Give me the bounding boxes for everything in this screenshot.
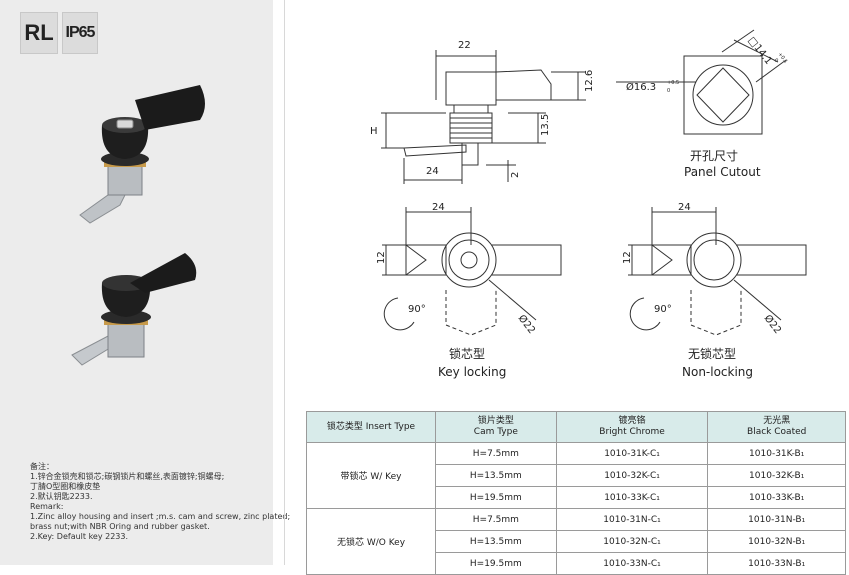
note-line: 2.Key: Default key 2233. [30, 532, 129, 541]
cam-cell: H=7.5mm [435, 508, 557, 531]
product-panel: RL IP65 备注： 1.锌合金锁壳和锁芯;碳钢锁片和螺丝,表面镀锌;铜螺母;… [0, 0, 291, 565]
group-with-key: 带锁芯 W/ Key [306, 442, 436, 509]
key-caption-cn: 锁芯型 [449, 346, 485, 361]
table-row: 带锁芯 W/ Key H=7.5mm 1010-31K-C₁ 1010-31K-… [306, 442, 846, 509]
cutout-sq-tol2: 0 [772, 58, 779, 64]
key-dia: Ø22 [516, 312, 538, 336]
header-insert-type: 锁芯类型 Insert Type [306, 411, 436, 443]
dim-width: 22 [458, 40, 471, 51]
chrome-cell: 1010-32N-C₁ [555, 530, 709, 553]
table-row: H=13.5mm 1010-32N-C₁ 1010-32N-B₁ [307, 530, 846, 553]
dim-h: H [370, 126, 378, 137]
dim-24-side: 24 [426, 166, 439, 177]
black-cell: 1010-33K-B₁ [707, 486, 846, 509]
key-caption-en: Key locking [438, 365, 506, 379]
cutout-diameter: Ø16.3 [626, 81, 656, 93]
note-line: 备注： [30, 462, 54, 471]
note-line: 1.Zinc alloy housing and insert ;m.s. ca… [30, 512, 291, 521]
note-line: Remark: [30, 502, 64, 511]
cam-cell: H=19.5mm [435, 552, 557, 575]
cam-cell: H=19.5mm [435, 486, 557, 509]
cam-cell: H=7.5mm [435, 442, 557, 465]
cutout-tol: +0.5 [667, 80, 679, 86]
table-row: 无锁芯 W/O Key H=7.5mm 1010-31N-C₁ 1010-31N… [306, 508, 846, 575]
cutout-caption-cn: 开孔尺寸 [690, 149, 738, 163]
note-line: 1.锌合金锁壳和锁芯;碳钢锁片和螺丝,表面镀锌;铜螺母; [30, 472, 225, 481]
chrome-cell: 1010-32K-C₁ [555, 464, 709, 487]
note-line: 2.默认钥匙2233. [30, 492, 93, 501]
nonkey-dia: Ø22 [762, 312, 784, 336]
note-line: 丁腈O型圈和橡皮垫 [30, 482, 101, 491]
cutout-tol2: 0 [667, 88, 670, 94]
remark-notes: 备注： 1.锌合金锁壳和锁芯;碳钢锁片和螺丝,表面镀锌;铜螺母; 丁腈O型圈和橡… [30, 462, 291, 542]
technical-drawing: 22 12.6 13.5 H 24 2 Ø16.3 +0.5 0 □14.1 +… [370, 29, 807, 379]
non-lock-photo [71, 253, 197, 366]
dim-2: 2 [510, 172, 521, 178]
table-row: H=19.5mm 1010-33K-C₁ 1010-33K-B₁ [307, 486, 846, 509]
panel-divider [284, 0, 285, 565]
key-dim-24: 24 [432, 202, 445, 213]
black-cell: 1010-31K-B₁ [707, 442, 846, 465]
group-without-key: 无锁芯 W/O Key [306, 508, 436, 575]
key-dim-12: 12 [376, 251, 387, 264]
nonkey-caption-en: Non-locking [682, 365, 753, 379]
chrome-cell: 1010-31N-C₁ [555, 508, 709, 531]
cutout-caption-en: Panel Cutout [684, 165, 761, 179]
nonkey-angle: 90° [654, 304, 672, 315]
note-line: brass nut;with NBR Oring and rubber gask… [30, 522, 210, 531]
key-angle: 90° [408, 304, 426, 315]
chrome-cell: 1010-33K-C₁ [555, 486, 709, 509]
black-cell: 1010-32N-B₁ [707, 530, 846, 553]
ip-rating-badge: IP65 [62, 12, 98, 54]
cutout-square: □14.1 [746, 35, 774, 67]
chrome-cell: 1010-33N-C₁ [555, 552, 709, 575]
black-cell: 1010-31N-B₁ [707, 508, 846, 531]
table-row: H=13.5mm 1010-32K-C₁ 1010-32K-B₁ [307, 464, 846, 487]
chrome-cell: 1010-31K-C₁ [555, 442, 709, 465]
dim-135: 13.5 [540, 114, 551, 136]
black-cell: 1010-32K-B₁ [707, 464, 846, 487]
cam-cell: H=13.5mm [435, 530, 557, 553]
series-badge: RL [20, 12, 58, 54]
key-lock-photo [79, 85, 205, 224]
cam-cell: H=13.5mm [435, 464, 557, 487]
nonkey-caption-cn: 无锁芯型 [688, 346, 736, 361]
nonkey-dim-24: 24 [678, 202, 691, 213]
dim-height-126: 12.6 [584, 70, 595, 92]
nonkey-dim-12: 12 [622, 251, 633, 264]
black-cell: 1010-33N-B₁ [707, 552, 846, 575]
